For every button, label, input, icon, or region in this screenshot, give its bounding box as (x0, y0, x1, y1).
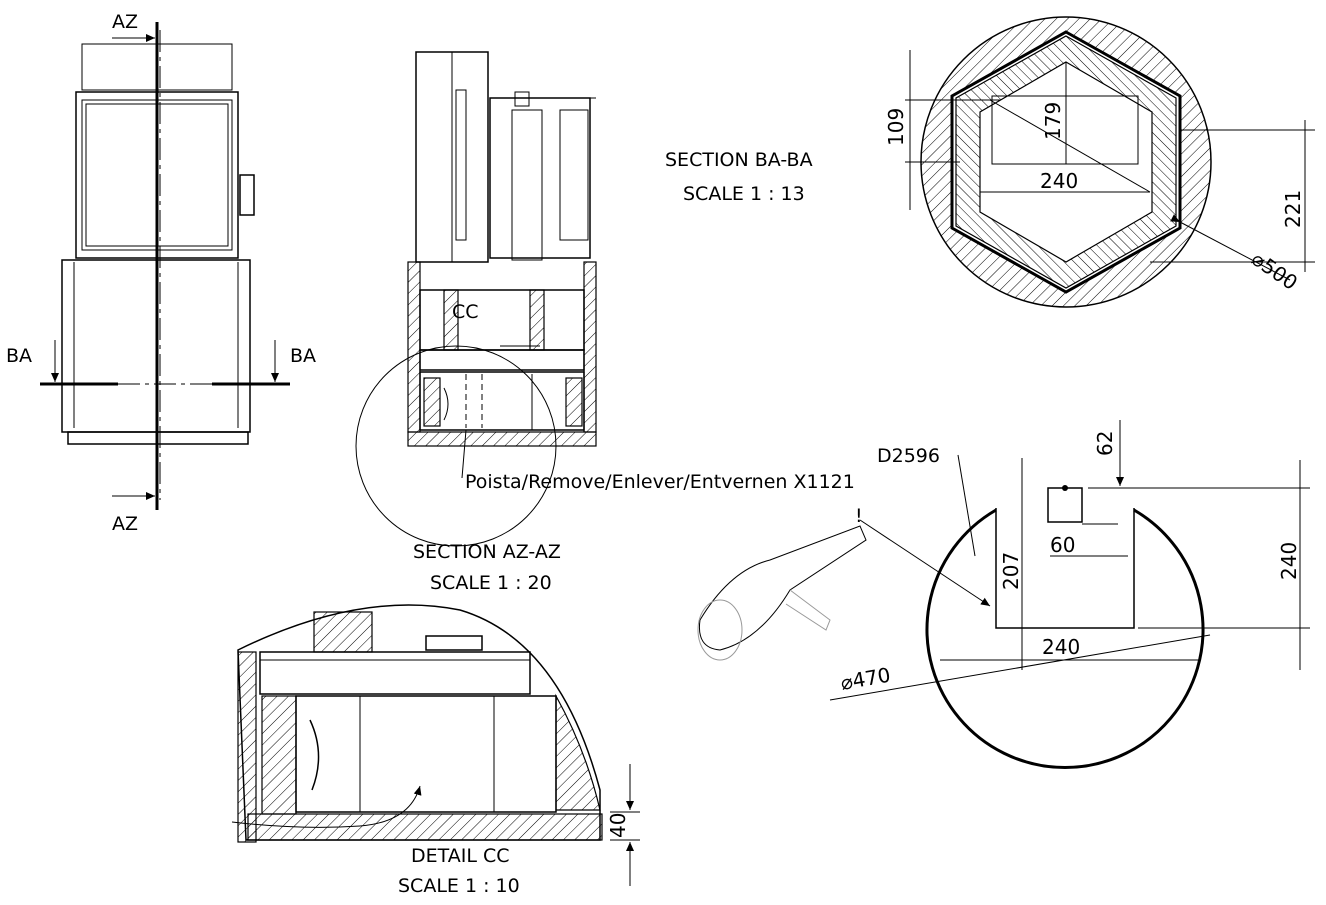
dim-240-width: 240 (1042, 635, 1080, 659)
warning-mark: ! (855, 505, 863, 527)
dim-dia-500: ⌀500 (1247, 246, 1302, 294)
dim-221: 221 (1281, 190, 1305, 228)
section-marker-ba-right: BA (290, 345, 316, 367)
removal-note: Poista/Remove/Enlever/Entvernen X1121 (465, 471, 855, 493)
section-ba-scale: SCALE 1 : 13 (683, 183, 805, 205)
section-marker-az-top: AZ (112, 11, 138, 33)
dim-240-hex: 240 (1040, 169, 1078, 193)
dim-109: 109 (884, 108, 908, 146)
part-label-d2596: D2596 (877, 445, 940, 467)
section-ba-view (905, 16, 1315, 308)
dim-62: 62 (1093, 431, 1117, 456)
dim-240-height: 240 (1277, 542, 1301, 580)
section-az-scale: SCALE 1 : 20 (430, 572, 552, 594)
section-ba-title: SECTION BA-BA (665, 149, 813, 171)
dim-179: 179 (1041, 102, 1065, 140)
dim-40: 40 (606, 813, 630, 838)
dim-207: 207 (999, 552, 1023, 590)
cutout-view (697, 420, 1310, 770)
detail-cc-view (231, 604, 640, 886)
detail-cc-scale: SCALE 1 : 10 (398, 875, 520, 897)
dim-60: 60 (1050, 533, 1075, 557)
section-marker-ba-left: BA (6, 345, 32, 367)
detail-cc-marker: CC (452, 301, 479, 323)
dim-dia-470: ⌀470 (839, 663, 893, 695)
section-az-view (355, 51, 597, 547)
detail-cc-title: DETAIL CC (411, 845, 510, 867)
section-az-title: SECTION AZ-AZ (413, 541, 561, 563)
section-marker-az-bottom: AZ (112, 513, 138, 535)
front-view (40, 22, 290, 510)
